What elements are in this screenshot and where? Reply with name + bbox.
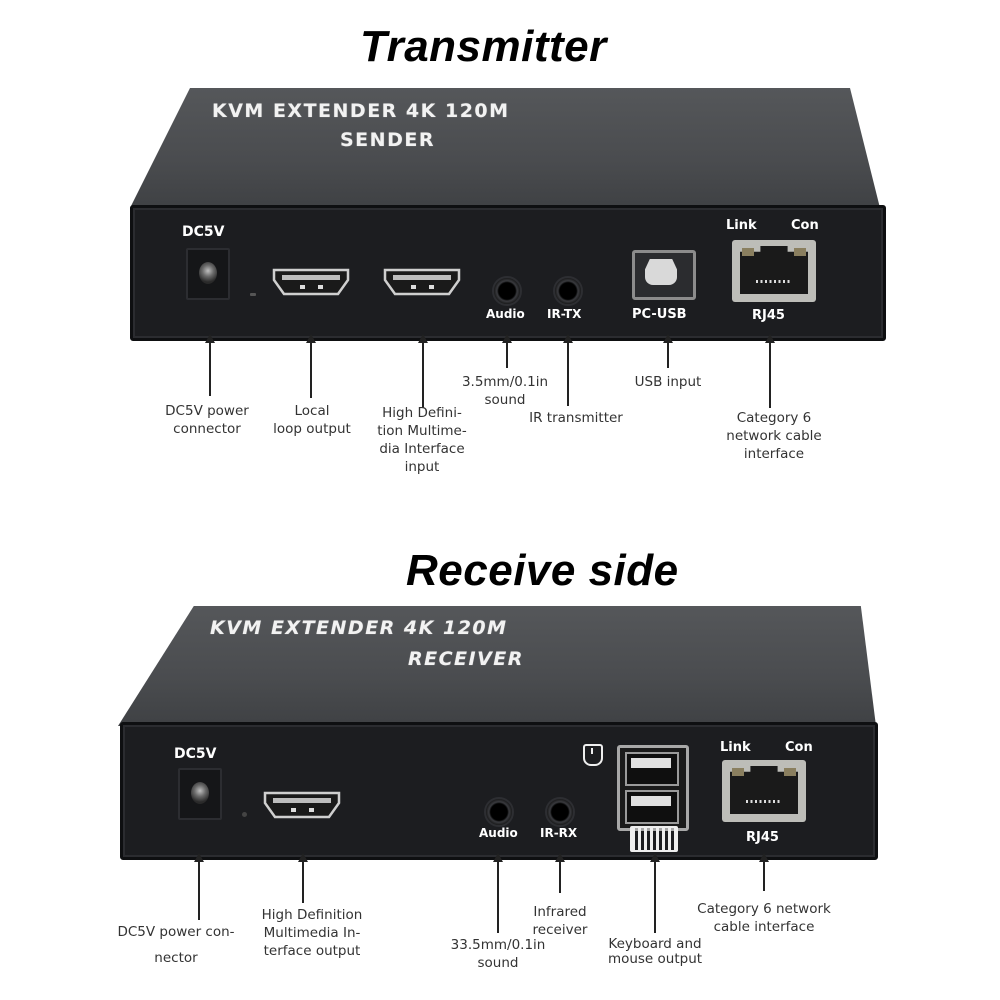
annotation-infrared-receiver: Infrared receiver xyxy=(532,904,588,938)
annotation-ir-transmitter: IR transmitter xyxy=(529,410,623,426)
arrow-receiver-ir xyxy=(555,853,565,893)
transmitter-role-text: SENDER xyxy=(340,129,435,151)
receiver-lid xyxy=(118,606,876,726)
arrow-usb xyxy=(663,334,673,368)
transmitter-usb-label: PC-USB xyxy=(632,307,687,322)
keyboard-icon xyxy=(630,826,678,852)
ir-tx-jack xyxy=(553,276,583,306)
arrow-audio xyxy=(502,334,512,368)
transmitter-lid xyxy=(130,88,880,208)
power-led xyxy=(250,293,256,296)
annotation-audio: 3.5mm/0.1in sound xyxy=(461,374,549,408)
hdmi-loop-output-port xyxy=(272,268,350,296)
usb-a-ports xyxy=(617,745,689,831)
arrow-ir xyxy=(563,334,573,406)
receiver-audio-label: Audio xyxy=(479,826,518,840)
arrow-receiver-rj45 xyxy=(759,853,769,891)
receiver-rj45-port xyxy=(722,760,806,822)
receiver-rj45-label: RJ45 xyxy=(746,830,779,845)
annotation-hdmi-input: High Defini- tion Multime- dia Interface… xyxy=(377,405,467,475)
arrow-dc xyxy=(205,334,215,396)
arrow-receiver-audio xyxy=(493,853,503,933)
annotation-hdmi-output: High Definition Multimedia In- terface o… xyxy=(261,907,363,959)
arrow-hdmi-out xyxy=(298,853,308,903)
annotation-usb-input: USB input xyxy=(634,374,702,390)
receiver-con-label: Con xyxy=(785,740,813,755)
transmitter-ir-label: IR-TX xyxy=(547,307,582,321)
arrow-receiver-dc xyxy=(194,853,204,920)
transmitter-audio-label: Audio xyxy=(486,307,525,321)
ir-rx-jack xyxy=(545,797,575,827)
rj45-port xyxy=(732,240,816,302)
receiver-dc-label: DC5V xyxy=(174,746,217,762)
annotation-receiver-audio: 33.5mm/0.1in sound xyxy=(450,937,546,971)
transmitter-con-label: Con xyxy=(791,218,819,233)
transmitter-title: Transmitter xyxy=(360,22,607,71)
receiver-title: Receive side xyxy=(406,546,679,595)
hdmi-output-port xyxy=(263,791,341,819)
receiver-power-led xyxy=(242,812,247,817)
annotation-receiver-rj45: Category 6 network cable interface xyxy=(697,901,831,935)
transmitter-dc-label: DC5V xyxy=(182,224,225,240)
transmitter-model-text: KVM EXTENDER 4K 120M xyxy=(212,100,510,122)
dc-power-jack xyxy=(186,248,230,300)
annotation-keyboard-mouse: Keyboard and mouse output xyxy=(607,936,703,967)
receiver-audio-jack xyxy=(484,797,514,827)
hdmi-input-port xyxy=(383,268,461,296)
usb-b-port xyxy=(632,250,696,300)
receiver-role-text: RECEIVER xyxy=(408,648,524,670)
transmitter-link-label: Link xyxy=(726,218,757,233)
arrow-loop xyxy=(306,334,316,398)
arrow-hdmi-in xyxy=(418,334,428,408)
annotation-receiver-dc: DC5V power con- nector xyxy=(117,924,235,966)
mouse-icon xyxy=(583,744,603,766)
transmitter-rj45-label: RJ45 xyxy=(752,308,785,323)
receiver-dc-power-jack xyxy=(178,768,222,820)
audio-jack xyxy=(492,276,522,306)
receiver-link-label: Link xyxy=(720,740,751,755)
annotation-dc-power: DC5V power connector xyxy=(165,403,249,437)
annotation-rj45: Category 6 network cable interface xyxy=(726,410,822,462)
receiver-ir-label: IR-RX xyxy=(540,826,578,840)
arrow-keyboard-mouse xyxy=(650,853,660,933)
arrow-rj45 xyxy=(765,334,775,408)
annotation-local-loop: Local loop output xyxy=(273,403,351,437)
receiver-model-text: KVM EXTENDER 4K 120M xyxy=(210,617,508,639)
